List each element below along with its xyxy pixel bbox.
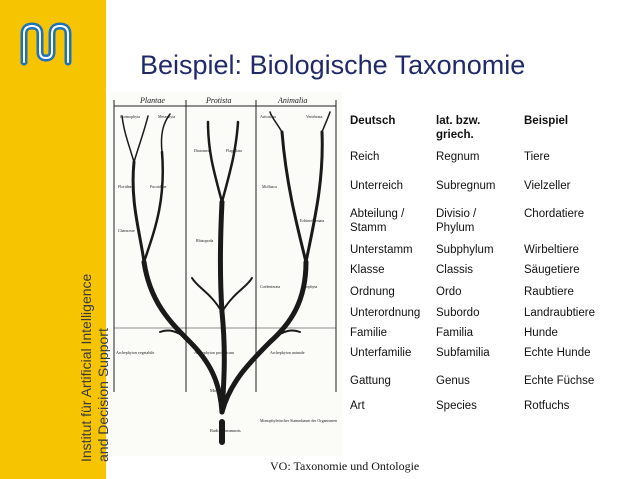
sidebar-band: Institut für Artificial Intelligence and… (0, 0, 111, 479)
tree-label: Metaphyta (158, 114, 175, 119)
table-cell: Säugetiere (524, 264, 580, 276)
table-cell: Art (350, 400, 365, 412)
table-cell: Classis (436, 264, 474, 276)
tree-column-protista: Protista (205, 96, 231, 105)
table-cell: Vielzeller (524, 180, 571, 192)
table-cell: Tiere (524, 151, 550, 163)
university-logo-icon (20, 22, 72, 66)
table-cell: Ordo (436, 286, 462, 298)
tree-column-animalia: Animalia (277, 96, 307, 105)
table-cell: Familie (350, 327, 388, 339)
tree-label: Articulata (260, 114, 276, 119)
tree-label: Mollusca (262, 184, 277, 189)
table-cell: Unterstamm (350, 244, 413, 256)
tree-label: Zoophyta (302, 284, 318, 289)
table-cell: Echte Füchse (524, 375, 595, 387)
tree-label: Diatomeae (194, 148, 212, 153)
institute-name-line1: Institut für Artificial Intelligence (78, 273, 94, 462)
table-header-cell: lat. bzw. griech. (436, 115, 481, 141)
table-cell: Subphylum (436, 244, 494, 256)
tree-column-plantae: Plantae (139, 96, 165, 105)
institute-name: Institut für Artificial Intelligence and… (78, 274, 112, 462)
tree-label: Cormophyta (120, 114, 140, 119)
table-header-cell: Deutsch (350, 115, 396, 127)
table-cell: Gattung (350, 375, 391, 387)
taxonomy-table: Deutsch lat. bzw. griech. Beispiel Reich… (344, 108, 606, 426)
tree-label: Echinodermata (300, 218, 324, 223)
table-cell: Reich (350, 151, 380, 163)
table-cell: Landraubtiere (524, 307, 595, 319)
tree-label: Florideae (118, 184, 133, 189)
table-cell: Species (436, 400, 477, 412)
slide-footer: VO: Taxonomie und Ontologie (270, 459, 420, 473)
tree-label: Flagellata (226, 148, 242, 153)
table-cell: Klasse (350, 264, 385, 276)
table-cell: Hunde (524, 327, 558, 339)
table-cell: Unterfamilie (350, 347, 412, 359)
table-cell: Chordatiere (524, 208, 585, 220)
tree-caption: Monophyletischer Stammbaum der Organisme… (260, 418, 337, 423)
table-cell: Subordo (436, 307, 480, 319)
table-cell: Ordnung (350, 286, 395, 298)
table-cell: Echte Hunde (524, 347, 591, 359)
slide-title: Beispiel: Biologische Taxonomie (140, 50, 526, 80)
table-cell: Genus (436, 375, 470, 387)
table-cell: Raubtiere (524, 286, 574, 298)
tree-label: Fucoideae (150, 184, 167, 189)
table-cell: Wirbeltiere (524, 244, 579, 256)
table-cell: Familia (436, 327, 474, 339)
table-cell: Subregnum (436, 180, 496, 192)
tree-label: Vertebrata (306, 114, 323, 119)
table-cell: Regnum (436, 151, 480, 163)
tree-label: Moneres (210, 388, 226, 393)
table-cell: Unterordnung (350, 307, 421, 319)
table-cell: Rotfuchs (524, 400, 570, 412)
table-cell: Subfamilia (436, 347, 490, 359)
table-cell: Divisio / Phylum (436, 208, 477, 234)
tree-label: Characeae (118, 228, 135, 233)
tree-label: Archephyton vegetabile (116, 350, 155, 355)
table-cell: Unterreich (350, 180, 404, 192)
haeckel-tree-illustration: Plantae Protista Animalia Cormophyta Met… (110, 92, 342, 456)
tree-label: Radix communis (210, 428, 241, 433)
tree-label: Coelenterata (260, 284, 280, 289)
table-cell: Abteilung / Stamm (350, 208, 405, 234)
tree-label: Rhizopoda (196, 238, 214, 243)
tree-label: Archephyton protisticum (194, 350, 235, 355)
tree-label: Archephyton animale (270, 350, 305, 355)
table-header-cell: Beispiel (524, 115, 569, 127)
